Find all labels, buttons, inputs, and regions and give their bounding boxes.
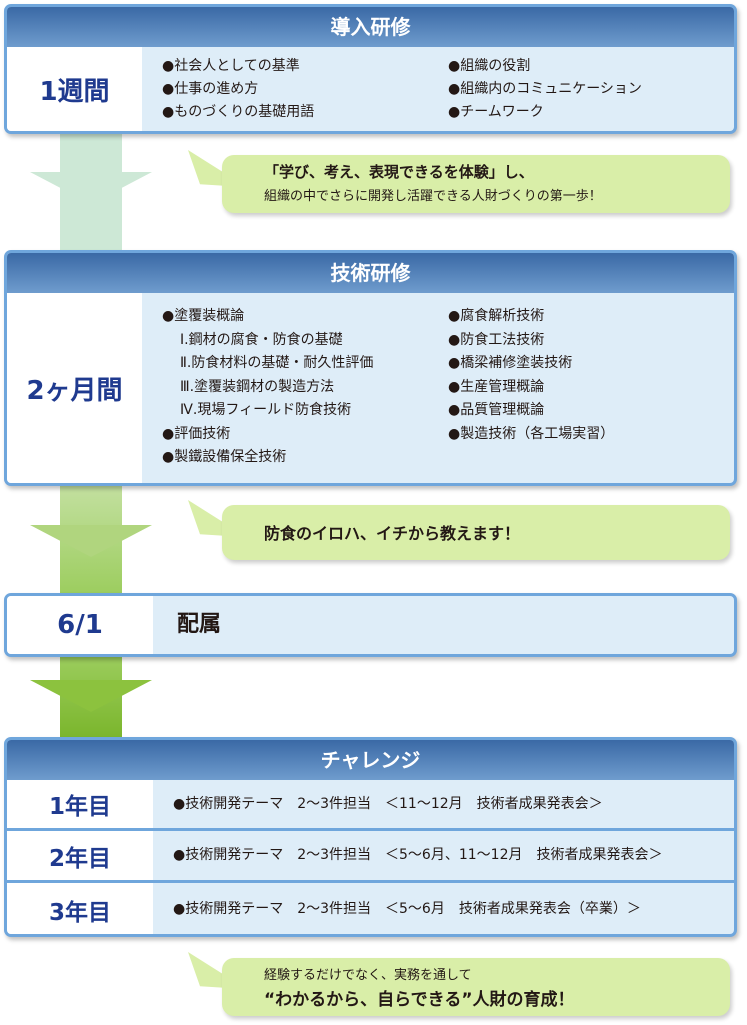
intro-list-2: ●組織の役割 ●組織内のコミュニケーション ●チームワーク [448,55,734,131]
challenge-row-3: 3年目 ●技術開発テーマ 2〜3件担当 ＜5〜6月 技術者成果発表会（卒業）＞ [7,880,734,934]
arrow-2-head [30,525,152,557]
year-label: 1年目 [7,780,153,828]
list-item: ●製造技術（各工場実習） [448,425,615,442]
speech-bubble-3: 経験するだけでなく、実務を通して “わかるから、自らできる”人財の育成！ [222,958,730,1016]
speech-bubble-2: 防食のイロハ、イチから教えます！ [222,505,730,560]
list-item: ●生産管理概論 [448,378,545,395]
challenge-row-1: 1年目 ●技術開発テーマ 2〜3件担当 ＜11〜12月 技術者成果発表会＞ [7,780,734,828]
list-item: ●ものづくりの基礎用語 [162,104,315,120]
tech-list-1: ●塗覆装概論 Ⅰ.鋼材の腐食・防食の基礎 Ⅱ.防食材料の基礎・耐久性評価 Ⅲ.塗… [162,305,448,483]
list-subitem: Ⅰ.鋼材の腐食・防食の基礎 [180,331,343,348]
year-text: ●技術開発テーマ 2〜3件担当 ＜5〜6月、11〜12月 技術者成果発表会＞ [173,847,663,863]
arrow-1-head [30,172,152,204]
year-label: 2年目 [7,831,153,880]
list-item: ●防食工法技術 [448,331,545,348]
bubble-3-line-2: “わかるから、自らできる”人財の育成！ [264,990,575,1010]
list-item: ●塗覆装概論 [162,308,245,324]
intro-training-box: 導入研修 1週間 ●社会人としての基準 ●仕事の進め方 ●ものづくりの基礎用語 … [4,4,737,134]
bubble-1-line-1: 「学び、考え、表現できるを体験」し、 [264,163,534,181]
list-item: ●評価技術 [162,425,231,442]
list-item: ●仕事の進め方 [162,81,259,97]
intro-period: 1週間 [7,47,142,131]
list-subitem: Ⅲ.塗覆装鋼材の製造方法 [180,378,335,395]
tech-training-box: 技術研修 2ヶ月間 ●塗覆装概論 Ⅰ.鋼材の腐食・防食の基礎 Ⅱ.防食材料の基礎… [4,250,737,486]
list-item: ●組織の役割 [448,58,531,74]
list-item: ●製鐵設備保全技術 [162,449,287,465]
bubble-2-line-1: 防食のイロハ、イチから教えます！ [264,524,521,543]
list-item: ●腐食解析技術 [448,308,545,324]
intro-title: 導入研修 [7,7,734,47]
assignment-label: 配属 [177,612,222,637]
arrow-3-head [30,680,152,712]
list-item: ●品質管理概論 [448,402,545,418]
bubble-3-line-1: 経験するだけでなく、実務を通して [264,968,472,983]
speech-bubble-1: 「学び、考え、表現できるを体験」し、 組織の中でさらに開発し活躍できる人財づくり… [222,155,730,213]
tech-title: 技術研修 [7,253,734,293]
assignment-box: 6/1 配属 [4,593,737,657]
challenge-row-2: 2年目 ●技術開発テーマ 2〜3件担当 ＜5〜6月、11〜12月 技術者成果発表… [7,828,734,880]
challenge-box: チャレンジ 1年目 ●技術開発テーマ 2〜3件担当 ＜11〜12月 技術者成果発… [4,737,737,937]
year-text: ●技術開発テーマ 2〜3件担当 ＜11〜12月 技術者成果発表会＞ [173,796,603,812]
list-subitem: Ⅳ.現場フィールド防食技術 [180,402,352,418]
tech-period: 2ヶ月間 [7,293,142,483]
bubble-1-line-2: 組織の中でさらに開発し活躍できる人財づくりの第一歩！ [264,189,602,204]
year-label: 3年目 [7,883,153,934]
list-item: ●社会人としての基準 [162,58,300,74]
assignment-date: 6/1 [7,596,153,654]
list-item: ●チームワーク [448,104,544,120]
challenge-title: チャレンジ [7,740,734,780]
intro-list-1: ●社会人としての基準 ●仕事の進め方 ●ものづくりの基礎用語 [162,55,448,131]
year-text: ●技術開発テーマ 2〜3件担当 ＜5〜6月 技術者成果発表会（卒業）＞ [173,901,641,917]
list-subitem: Ⅱ.防食材料の基礎・耐久性評価 [180,355,374,371]
list-item: ●橋梁補修塗装技術 [448,355,573,371]
list-item: ●組織内のコミュニケーション [448,81,642,97]
tech-list-2: ●腐食解析技術 ●防食工法技術 ●橋梁補修塗装技術 ●生産管理概論 ●品質管理概… [448,305,734,483]
